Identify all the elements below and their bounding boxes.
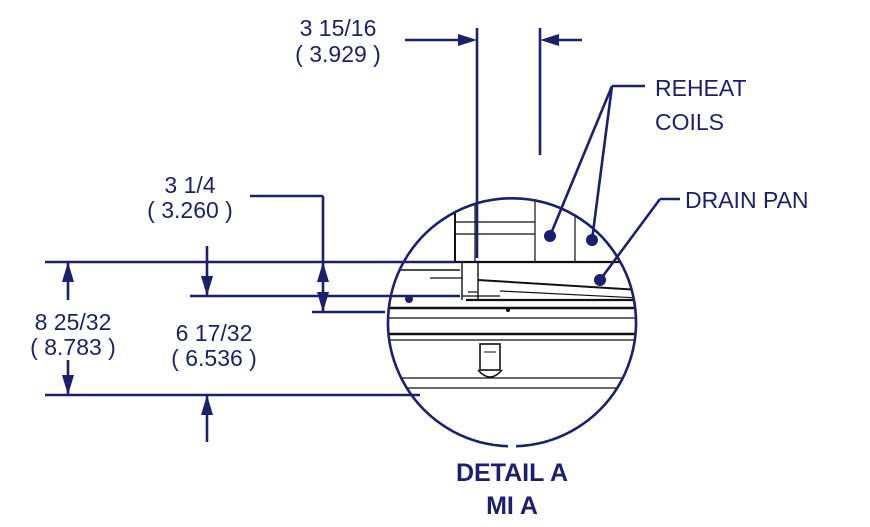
dim-inner-height <box>201 246 213 442</box>
extension-lines <box>45 260 460 397</box>
dim-top-width-fraction: 3 15/16 <box>300 15 377 41</box>
dim-overall-height-fraction: 8 25/32 <box>35 309 112 335</box>
dim-overall-height <box>62 262 74 395</box>
detail-view-geometry <box>388 198 636 389</box>
detail-circle-gap <box>493 443 531 448</box>
dim-top-width-decimal: ( 3.929 ) <box>295 41 381 67</box>
drain-pan-label: DRAIN PAN <box>685 187 809 213</box>
dim-inner-height-decimal: ( 6.536 ) <box>171 345 257 371</box>
dim-pan-step-fraction: 3 1/4 <box>164 172 215 198</box>
reheat-coils-label-line1: REHEAT <box>655 75 747 101</box>
detail-title: DETAIL A <box>456 459 568 487</box>
callout-leaders <box>548 84 680 281</box>
dim-inner-height-fraction: 6 17/32 <box>176 320 253 346</box>
reheat-coils-label-line2: COILS <box>655 109 724 135</box>
detail-circle <box>386 197 638 447</box>
dim-overall-height-decimal: ( 8.783 ) <box>30 334 116 360</box>
detail-subtitle: MI A <box>486 492 538 520</box>
dim-top-width <box>405 28 582 258</box>
dim-pan-step-decimal: ( 3.260 ) <box>147 197 233 223</box>
dim-pan-step <box>250 194 329 312</box>
